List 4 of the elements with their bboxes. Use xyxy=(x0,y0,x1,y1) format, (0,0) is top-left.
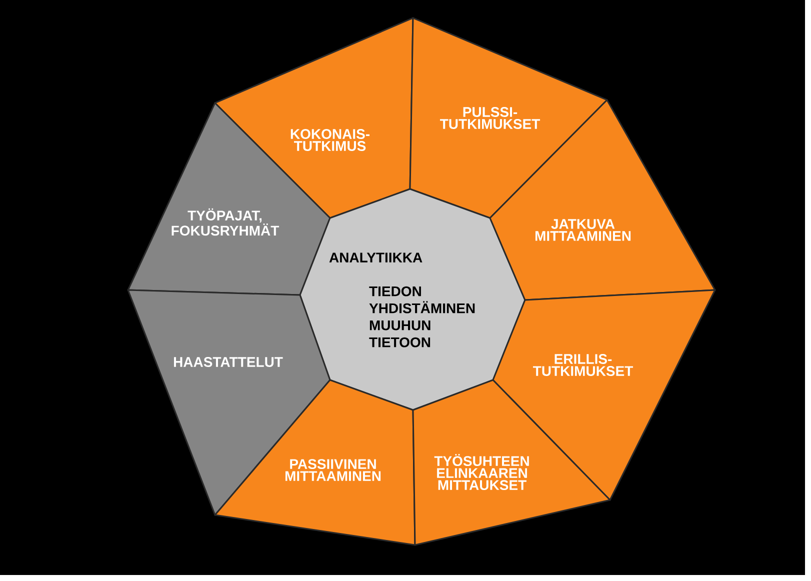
segment: PULSSI-TUTKIMUKSET xyxy=(409,17,608,219)
segment: PASSIIVINEN MITTAAMINEN xyxy=(214,379,416,546)
segment: TYÖSUHTEEN ELINKAAREN MITTAUKSET xyxy=(412,379,611,546)
center-octagon: ANALYTIIKKA TIEDON YHDISTÄMINEN MUUHUN TIETOON xyxy=(299,188,526,411)
